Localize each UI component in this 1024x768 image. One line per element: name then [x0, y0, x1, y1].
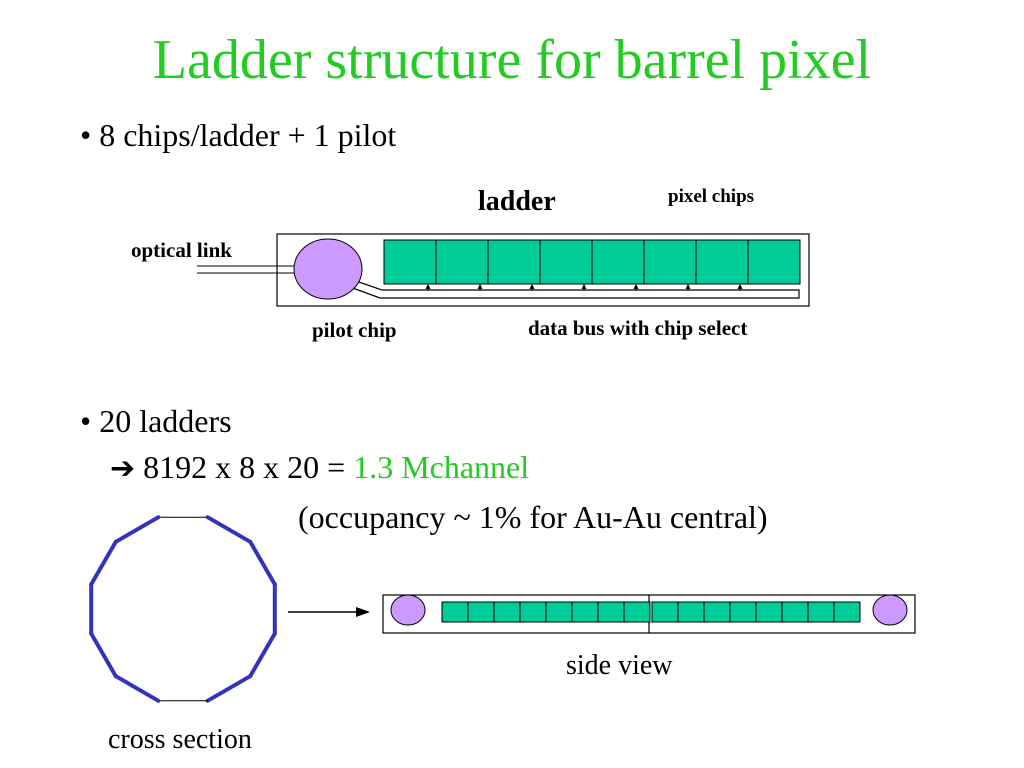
optical-link-label: optical link — [131, 238, 232, 262]
side-view-chip — [441, 601, 469, 623]
side-view-chip — [651, 601, 679, 623]
ladder-segment — [248, 539, 277, 587]
formula-text: 8192 x 8 x 20 = — [143, 449, 354, 485]
pixel-chip — [435, 239, 489, 285]
pilot-chip-label: pilot chip — [312, 318, 397, 342]
side-view-chip — [755, 601, 783, 623]
bullet-marker: • — [80, 403, 92, 439]
side-view-chip — [703, 601, 731, 623]
pixel-chip — [747, 239, 801, 285]
chip-select-arrow — [529, 284, 535, 291]
ladder-segment — [205, 515, 253, 544]
pixel-chip — [487, 239, 541, 285]
channel-formula: ➔ 8192 x 8 x 20 = 1.3 Mchannel — [110, 448, 529, 488]
chip-select-arrow — [425, 284, 431, 291]
chip-select-arrows — [425, 284, 743, 291]
ladder-label: ladder — [478, 186, 556, 217]
ladder-segment — [113, 674, 161, 703]
pixel-chip — [383, 239, 437, 285]
pixel-chip — [643, 239, 697, 285]
pixel-chips-label: pixel chips — [668, 186, 755, 207]
chip-select-arrow — [581, 284, 587, 291]
channel-result: 1.3 Mchannel — [353, 449, 530, 485]
side-view-chip — [467, 601, 495, 623]
bullet-text: 8 chips/ladder + 1 pilot — [99, 117, 397, 153]
pilot-chip — [293, 238, 363, 300]
cross-section-label: cross section — [108, 724, 252, 755]
chip-select-arrow — [633, 284, 639, 291]
side-view-arrow — [288, 607, 370, 617]
side-view-label: side view — [566, 650, 673, 681]
ladder-segment — [89, 631, 118, 679]
bullet-marker: • — [80, 117, 92, 153]
pixel-chip — [591, 239, 645, 285]
side-view-chip — [519, 601, 547, 623]
data-bus — [349, 279, 800, 299]
pixel-chip-row — [383, 239, 801, 285]
side-view-chip — [781, 601, 809, 623]
arrow-right-icon: ➔ — [110, 451, 136, 486]
side-view-chip-row — [441, 601, 861, 623]
slide-title: Ladder structure for barrel pixel — [152, 29, 872, 91]
bullet-ladders: • 20 ladders — [80, 402, 232, 440]
ladder-segment — [113, 515, 161, 544]
ladder-segment — [248, 631, 277, 679]
pixel-chip — [539, 239, 593, 285]
ladder-segment — [205, 674, 253, 703]
occupancy-note: (occupancy ~ 1% for Au-Au central) — [298, 499, 768, 535]
side-view-chip — [833, 601, 861, 623]
ladder-segment — [89, 539, 118, 587]
chip-select-arrow — [685, 284, 691, 291]
side-view-chip — [545, 601, 573, 623]
pilot-chip-left — [390, 594, 426, 626]
chip-select-arrow — [477, 284, 483, 291]
ladder-diagram — [197, 233, 810, 307]
optical-link — [197, 265, 298, 274]
side-view — [382, 594, 916, 634]
side-view-chip — [623, 601, 651, 623]
chip-select-arrow — [737, 284, 743, 291]
bullet-text: 20 ladders — [99, 403, 232, 439]
side-view-chip — [571, 601, 599, 623]
side-view-chip — [807, 601, 835, 623]
data-bus-label: data bus with chip select — [528, 316, 748, 340]
side-view-chip — [729, 601, 757, 623]
cross-section — [89, 515, 277, 703]
side-view-chip — [677, 601, 705, 623]
side-view-chip — [597, 601, 625, 623]
ladder-outline — [276, 233, 810, 307]
bullet-chips-per-ladder: • 8 chips/ladder + 1 pilot — [80, 116, 396, 154]
pixel-chip — [695, 239, 749, 285]
pilot-chip-right — [872, 594, 908, 626]
side-view-chip — [493, 601, 521, 623]
